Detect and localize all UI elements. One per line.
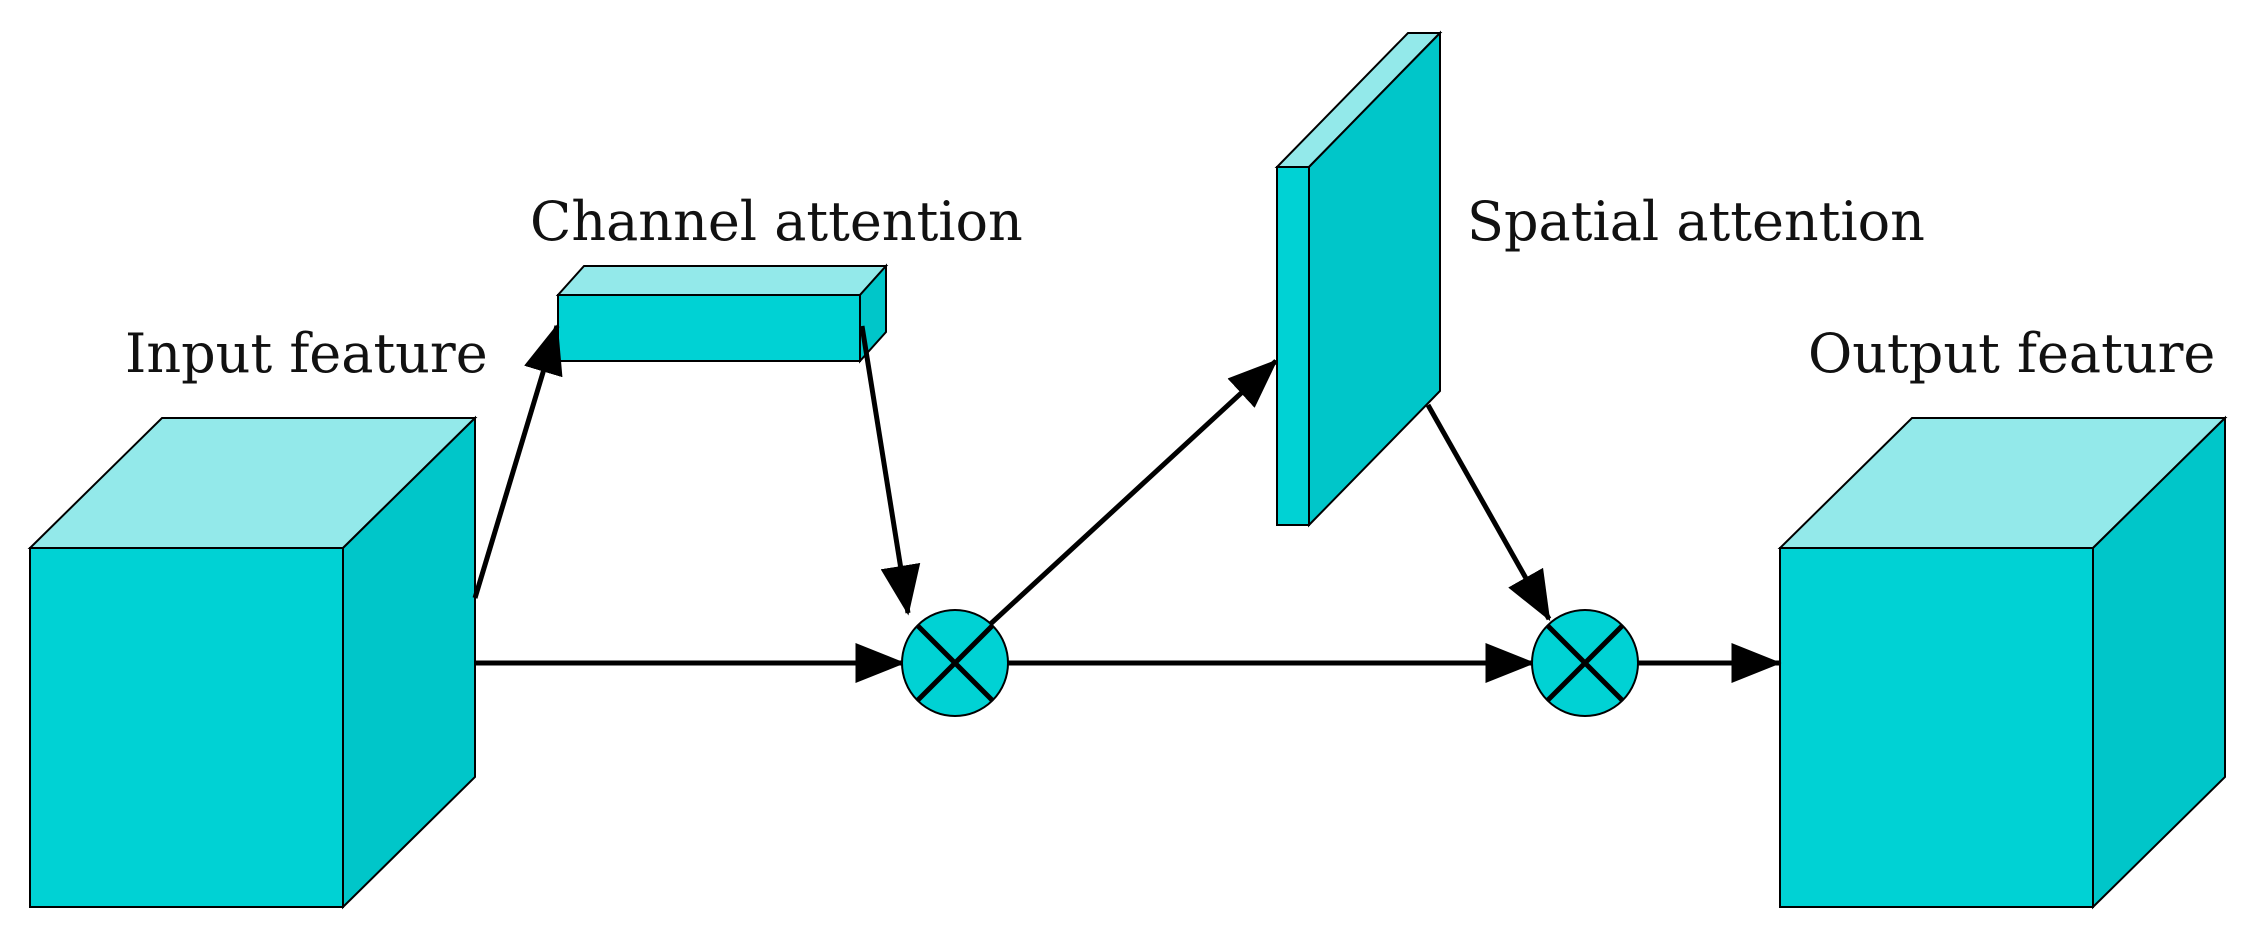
arrow-channel-to-multiply-1 — [859, 325, 921, 616]
spatial-slab-front — [1276, 166, 1310, 526]
multiply-icon — [1531, 609, 1639, 717]
multiply-2-cross-b — [1545, 623, 1625, 703]
spatial-attention-block — [1274, 30, 1443, 528]
multiply-1-cross-b — [915, 623, 995, 703]
output-cube-front — [1779, 547, 2094, 908]
input-cube-front — [29, 547, 344, 908]
arrow-spatial-to-multiply-2 — [1425, 403, 1552, 622]
channel-attention-block — [555, 263, 889, 364]
output-feature-label: Output feature — [1808, 322, 2215, 385]
arrow-multiply-1-to-spatial — [983, 359, 1278, 631]
multiply-icon — [901, 609, 1009, 717]
channel-bar-front — [557, 294, 861, 362]
input-feature-label: Input feature — [125, 322, 488, 385]
input-feature-cube — [27, 415, 478, 910]
channel-attention-label: Channel attention — [530, 190, 1023, 253]
arrow-input-to-channel — [472, 323, 563, 599]
channel-bar-top — [555, 265, 889, 296]
output-feature-cube — [1777, 415, 2228, 910]
spatial-slab-side — [1308, 30, 1441, 528]
spatial-attention-label: Spatial attention — [1467, 190, 1925, 253]
